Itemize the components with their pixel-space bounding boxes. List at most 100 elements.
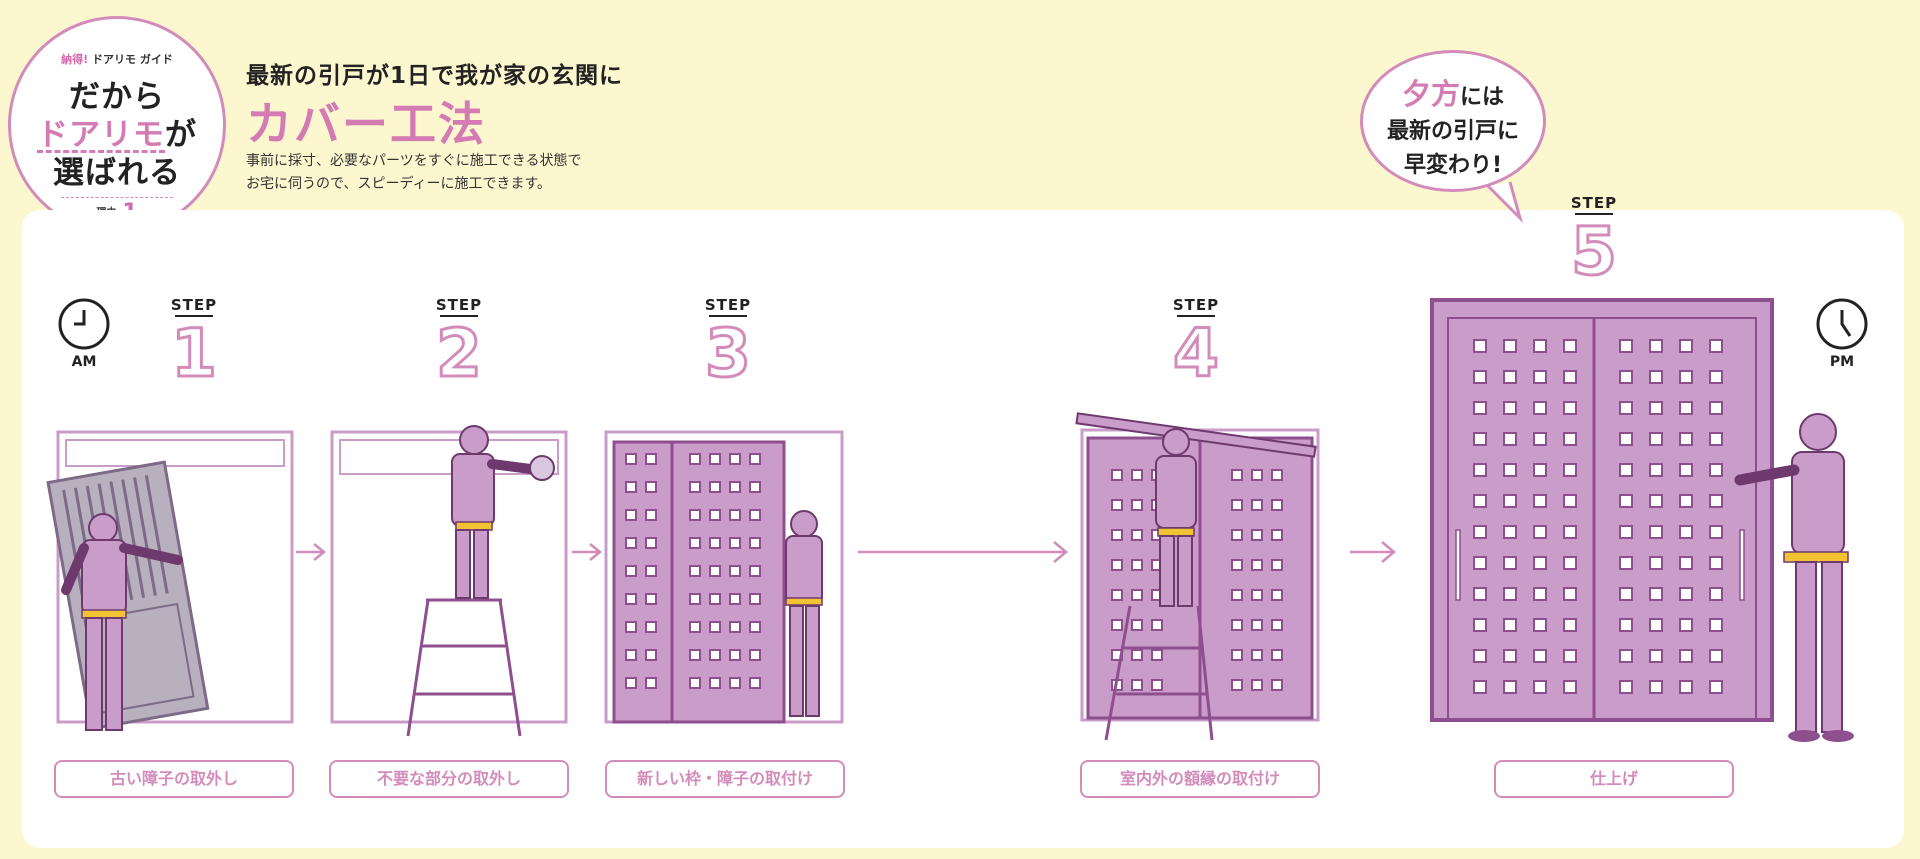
door-window <box>1473 370 1487 384</box>
worker-5 <box>1734 413 1854 742</box>
door-window <box>1619 370 1633 384</box>
step-4-label: 室内外の額縁の取付け <box>1080 760 1320 798</box>
door-window <box>1503 432 1517 446</box>
door-window <box>1533 587 1547 601</box>
step-3-heading: STEP 3 <box>668 296 788 392</box>
step-1-heading: STEP 1 <box>134 296 254 392</box>
door-window <box>1563 649 1577 663</box>
step-2-label: 不要な部分の取外し <box>329 760 569 798</box>
step4-scene <box>1075 412 1320 741</box>
door-window <box>1563 463 1577 477</box>
door-window <box>1533 649 1547 663</box>
door-window <box>1649 370 1663 384</box>
badge-line2: ドアリモが <box>11 109 223 154</box>
badge-line3: 選ばれる <box>53 155 181 191</box>
badge-line1: だから <box>69 79 165 115</box>
bubble-tail <box>1486 181 1523 224</box>
door-window <box>1503 525 1517 539</box>
description: 事前に採寸、必要なパーツをすぐに施工できる状態で お宅に伺うので、スピーディーに… <box>246 150 581 196</box>
door-window <box>1709 401 1723 415</box>
step2-scene <box>330 425 568 737</box>
door-window <box>1533 494 1547 508</box>
arrow-2-3 <box>572 543 603 561</box>
worker-1 <box>61 513 183 731</box>
door-window <box>1709 525 1723 539</box>
door5-windows <box>1473 339 1723 694</box>
door-window <box>1679 494 1693 508</box>
pm-clock-icon <box>1816 298 1868 350</box>
bubble-line2: 最新の引戸に <box>1386 119 1519 144</box>
am-clock-icon <box>58 298 110 350</box>
door-window <box>1533 556 1547 570</box>
step-number: 5 <box>1570 213 1619 290</box>
door-window <box>1709 587 1723 601</box>
door-window <box>1709 463 1723 477</box>
door-window <box>1563 494 1577 508</box>
step3-scene <box>604 430 844 724</box>
step5-scene <box>1430 298 1854 742</box>
badge-line2-rest: が <box>165 117 197 153</box>
bubble-line1-rest: には <box>1460 85 1505 110</box>
door-window <box>1473 494 1487 508</box>
door-window <box>1709 649 1723 663</box>
door-window <box>1473 618 1487 632</box>
bubble-highlight: 夕方 <box>1401 77 1460 111</box>
door-window <box>1679 463 1693 477</box>
step1-scene <box>46 430 294 731</box>
door-window <box>1503 556 1517 570</box>
step-word: STEP <box>170 296 218 314</box>
door-window <box>1619 401 1633 415</box>
door-window <box>1679 587 1693 601</box>
worker-3 <box>785 510 823 717</box>
step-word: STEP <box>1172 296 1220 314</box>
door-window <box>1649 432 1663 446</box>
door-window <box>1533 339 1547 353</box>
badge-kicker-text: ドアリモ ガイド <box>92 53 173 66</box>
pm-clock: PM <box>1817 352 1867 370</box>
door-window <box>1533 618 1547 632</box>
door-window <box>1563 525 1577 539</box>
door3-windows <box>625 453 761 689</box>
reason-badge: 納得! ドアリモ ガイド だから ドアリモが 選ばれる 理由1 <box>8 16 226 234</box>
door-window <box>1679 680 1693 694</box>
door-window <box>1709 370 1723 384</box>
door-window <box>1473 587 1487 601</box>
door-window <box>1563 618 1577 632</box>
door-window <box>1649 618 1663 632</box>
arrows <box>296 541 1396 563</box>
step-number: 3 <box>704 315 753 392</box>
door-window <box>1619 618 1633 632</box>
description-line1: 事前に採寸、必要なパーツをすぐに施工できる状態で <box>246 153 582 169</box>
door-window <box>1533 401 1547 415</box>
description-line2: お宅に伺うので、スピーディーに施工できます。 <box>246 176 552 192</box>
door-window <box>1503 618 1517 632</box>
door-window <box>1563 587 1577 601</box>
badge-kicker: 納得! ドアリモ ガイド <box>11 51 223 67</box>
door-window <box>1649 587 1663 601</box>
step-word: STEP <box>704 296 752 314</box>
door-window <box>1649 463 1663 477</box>
door-window <box>1619 339 1633 353</box>
worker-2 <box>451 425 555 599</box>
door-window <box>1679 525 1693 539</box>
door-window <box>1619 680 1633 694</box>
step-number: 4 <box>1172 315 1221 392</box>
pm-label: PM <box>1829 354 1855 370</box>
door-window <box>1533 680 1547 694</box>
door-window <box>1473 556 1487 570</box>
worker-4 <box>1155 428 1197 607</box>
door-window <box>1503 649 1517 663</box>
door-window <box>1503 680 1517 694</box>
step-number: 2 <box>435 315 484 392</box>
door-window <box>1679 432 1693 446</box>
door-window <box>1503 401 1517 415</box>
door-window <box>1473 463 1487 477</box>
ladder-2 <box>406 598 522 737</box>
door-window <box>1503 339 1517 353</box>
door-window <box>1679 556 1693 570</box>
door-window <box>1563 339 1577 353</box>
arrow-4-5 <box>1350 541 1396 563</box>
door-window <box>1563 556 1577 570</box>
door-window <box>1709 339 1723 353</box>
